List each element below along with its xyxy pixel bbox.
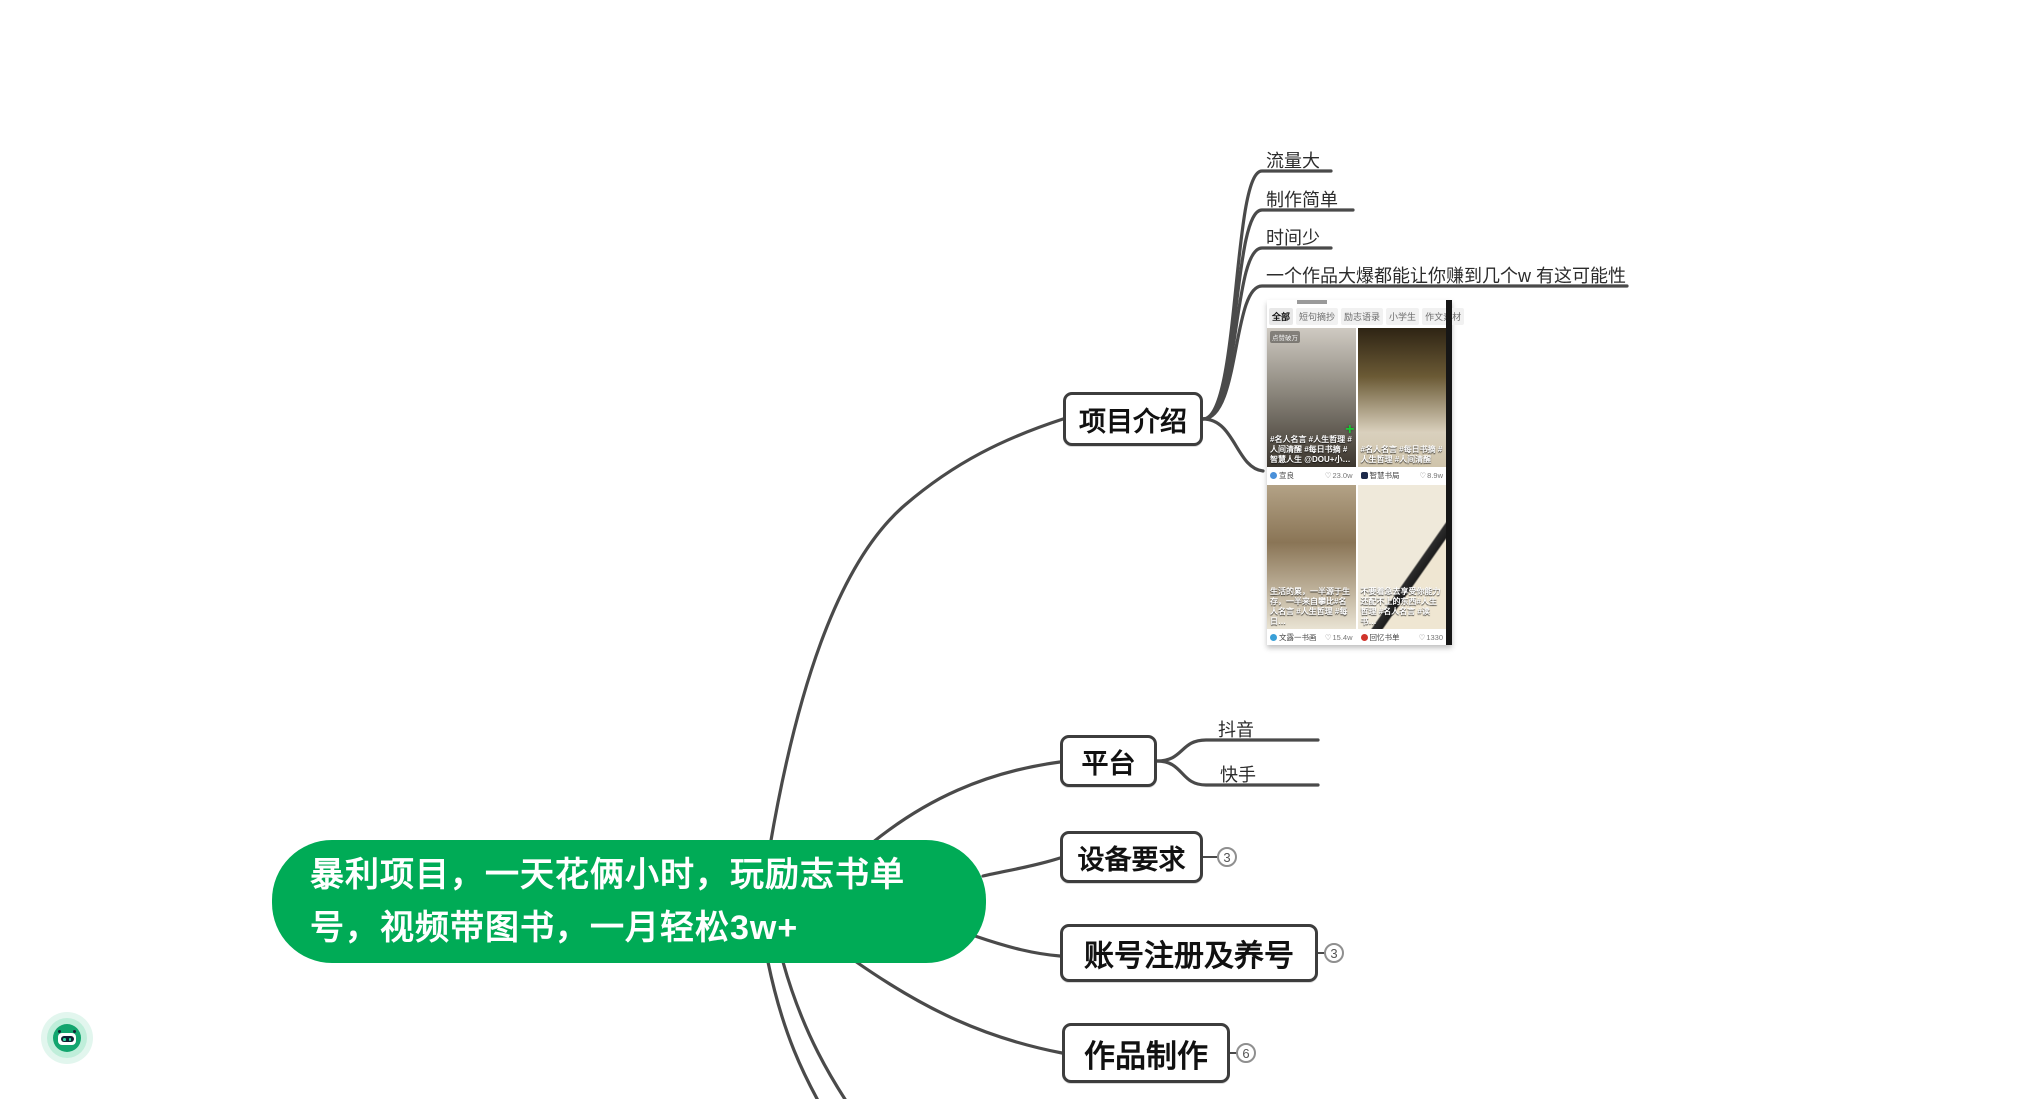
video-caption: 生活的累，一半源于生存，一半来自攀比#名人名言 #人生哲理 #每日… <box>1270 587 1350 626</box>
topic-production-label: 作品制作 <box>1084 1038 1208 1074</box>
collapse-badge-production-count: 6 <box>1242 1045 1250 1061</box>
video-overlay-tag: 点赞破万 <box>1270 331 1300 343</box>
subtopic-traffic[interactable]: 流量大 <box>1266 151 1320 171</box>
topic-account[interactable]: 账号注册及养号 <box>1060 924 1318 982</box>
topic-intro[interactable]: 项目介绍 <box>1063 392 1203 446</box>
subtopic-kuaishou[interactable]: 快手 <box>1220 765 1256 785</box>
robot-visor <box>60 1036 74 1042</box>
video-author: 智慧书局 <box>1369 470 1400 480</box>
avatar <box>1360 633 1368 641</box>
central-topic-label: 暴利项目，一天花俩小时，玩励志书单号，视频带图书，一月轻松3w+ <box>310 855 905 947</box>
heart-icon: ♡ <box>1324 470 1332 480</box>
topic-intro-label: 项目介绍 <box>1079 406 1187 437</box>
video-like-count: 15.4w <box>1332 632 1353 642</box>
video-like-count: 23.0w <box>1332 470 1353 480</box>
video-card: #名人名言 #每日书摘 #人生哲理 #人间清醒 智慧书局 ♡ 8.9w <box>1357 328 1446 483</box>
video-caption: 不要着急去享受你能力还配不上的东西#人生哲理 #名人名言 #读书… <box>1360 587 1441 626</box>
image-tab-quotes: 短句摘抄 <box>1296 308 1339 325</box>
video-card: 生活的累，一半源于生存，一半来自攀比#名人名言 #人生哲理 #每日… 文露一书画… <box>1267 485 1356 645</box>
image-edge-bar <box>1446 300 1452 645</box>
video-caption: #名人名言 #人生哲理 #人间清醒 #每日书摘 #智慧人生 @DOU+小… <box>1270 435 1352 464</box>
heart-icon: ♡ <box>1418 632 1426 642</box>
collapse-badge-account-count: 3 <box>1330 945 1338 961</box>
robot-ear-left <box>58 1030 61 1033</box>
central-topic[interactable]: 暴利项目，一天花俩小时，玩励志书单号，视频带图书，一月轻松3w+ <box>272 840 986 963</box>
video-thumbnail: 生活的累，一半源于生存，一半来自攀比#名人名言 #人生哲理 #每日… <box>1267 485 1356 629</box>
subtopic-viral-earning[interactable]: 一个作品大爆都能让你赚到几个w 有这可能性 <box>1266 266 1626 286</box>
video-author: 回忆书单 <box>1369 632 1400 642</box>
image-tab-student: 小学生 <box>1386 308 1420 325</box>
heart-icon: ♡ <box>1324 632 1332 642</box>
image-tab-inspirational: 励志语录 <box>1341 308 1384 325</box>
topic-account-label: 账号注册及养号 <box>1084 940 1294 973</box>
video-author: 文露一书画 <box>1279 632 1317 642</box>
video-author: 宣良 <box>1279 470 1294 480</box>
chatbot-button[interactable] <box>41 1012 93 1064</box>
video-like-count: 1330 <box>1426 632 1443 642</box>
attached-image-node[interactable]: 全部 短句摘抄 励志语录 小学生 作文素材 点赞破万 #名人名言 #人生哲理 #… <box>1267 300 1465 645</box>
image-top-dash <box>1297 300 1327 304</box>
subtopic-douyin[interactable]: 抖音 <box>1218 720 1254 740</box>
subtopic-easy-production[interactable]: 制作简单 <box>1266 190 1338 210</box>
topic-platform[interactable]: 平台 <box>1060 735 1157 787</box>
video-card: 点赞破万 #名人名言 #人生哲理 #人间清醒 #每日书摘 #智慧人生 @DOU+… <box>1267 328 1356 483</box>
video-thumbnail: 不要着急去享受你能力还配不上的东西#人生哲理 #名人名言 #读书… <box>1357 485 1446 629</box>
video-caption: #名人名言 #每日书摘 #人生哲理 #人间清醒 <box>1360 445 1443 464</box>
collapse-badge-production[interactable]: 6 <box>1236 1043 1256 1063</box>
video-thumbnail: #名人名言 #每日书摘 #人生哲理 #人间清醒 <box>1357 328 1446 467</box>
topic-device-label: 设备要求 <box>1077 844 1186 875</box>
collapse-badge-device[interactable]: 3 <box>1217 847 1237 867</box>
robot-eye-right <box>68 1038 71 1041</box>
subtopic-less-time[interactable]: 时间少 <box>1266 228 1320 248</box>
image-video-grid: 点赞破万 #名人名言 #人生哲理 #人间清醒 #每日书摘 #智慧人生 @DOU+… <box>1267 328 1446 645</box>
video-like-count: 8.9w <box>1427 470 1443 480</box>
avatar <box>1360 471 1368 479</box>
topic-production[interactable]: 作品制作 <box>1062 1023 1230 1083</box>
image-tab-essay: 作文素材 <box>1422 308 1465 325</box>
image-tab-all: 全部 <box>1269 308 1294 325</box>
collapse-badge-device-count: 3 <box>1223 849 1231 865</box>
collapse-badge-account[interactable]: 3 <box>1324 943 1344 963</box>
robot-eye-left <box>63 1038 66 1041</box>
avatar <box>1270 471 1277 479</box>
video-card: 不要着急去享受你能力还配不上的东西#人生哲理 #名人名言 #读书… 回忆书单 ♡… <box>1357 485 1446 645</box>
heart-icon: ♡ <box>1419 470 1427 480</box>
avatar <box>1270 633 1277 641</box>
image-tab-row: 全部 短句摘抄 励志语录 小学生 作文素材 <box>1269 308 1465 325</box>
topic-platform-label: 平台 <box>1081 748 1136 779</box>
topic-device[interactable]: 设备要求 <box>1060 831 1203 883</box>
video-thumbnail: 点赞破万 #名人名言 #人生哲理 #人间清醒 #每日书摘 #智慧人生 @DOU+… <box>1267 328 1356 467</box>
robot-ear-right <box>73 1030 76 1033</box>
plus-icon: + <box>1345 421 1355 438</box>
